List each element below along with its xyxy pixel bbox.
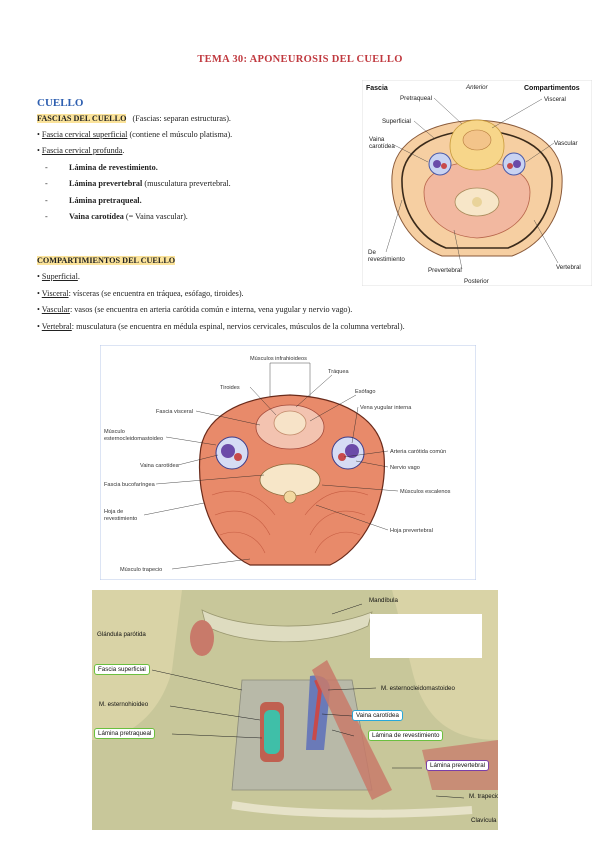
vaina-label-1: Vaina (369, 136, 385, 143)
compartimiento-item: • Vascular: vasos (se encuentra en arter… (37, 305, 353, 314)
fascia-visceral-label: Fascia visceral (156, 409, 193, 415)
revestimiento-layer (401, 129, 553, 249)
dissection-leader-lines (151, 603, 465, 799)
traquea-label: Tráquea (328, 369, 350, 375)
mandible-shape (201, 609, 373, 643)
fascia-header: Fascia (366, 85, 388, 92)
trachea-green (264, 710, 280, 754)
prevertebral-label: Prevertebral (428, 267, 462, 274)
scm-label: M. esternocleidomastoideo (381, 685, 455, 692)
anterior-label: Anterior (465, 84, 489, 91)
carotid-artery-drawing (312, 679, 323, 741)
hoja-label-1: Hoja de (104, 509, 123, 515)
compartimientos-heading-line: COMPARTIMIENTOS DEL CUELLO (37, 255, 176, 266)
fascia-profunda-line: • Fascia cervical profunda. (37, 146, 125, 155)
fascia-superficial-box: Fascia superficial (94, 664, 150, 675)
trapecio-label: M. trapecio (469, 793, 498, 800)
posterior-label: Posterior (464, 278, 489, 285)
vein-left (433, 160, 441, 168)
artery-right (507, 163, 513, 169)
neck-fascia-compartments-diagram: Fascia Compartimentos Anterior Pretraque… (362, 80, 592, 286)
vascular-label: Vascular (554, 140, 578, 147)
trachea-shape (273, 410, 307, 436)
trapecio-label: Músculo trapecio (120, 567, 162, 573)
fascia-superficial-label: Fascia cervical superficial (41, 130, 128, 139)
compartimiento-item: • Superficial. (37, 272, 80, 281)
compartimiento-item: • Vertebral: musculatura (se encuentra e… (37, 322, 405, 331)
profunda-item: -Vaina carotídea (= Vaina vascular). (45, 212, 188, 221)
vaina-carotidea-box: Vaina carotídea (352, 710, 403, 721)
de-label-2: revestimiento (368, 256, 405, 263)
visceral-label: Visceral (544, 96, 566, 103)
profunda-item: -Lámina pretraqueal. (45, 196, 142, 205)
spinal-cord (472, 197, 482, 207)
vaina-label-2: carotídea (369, 143, 395, 150)
neck-cross-section-diagram: Músculos infrahioideos Tráquea Tiroides … (100, 345, 476, 580)
compartimiento-item: • Visceral: vísceras (se encuentra en tr… (37, 289, 244, 298)
profunda-item: -Lámina prevertebral (musculatura prever… (45, 179, 231, 188)
compartimentos-header: Compartimentos (524, 85, 580, 92)
mandibula-label: Mandíbula (369, 597, 398, 604)
muscle-texture (211, 490, 369, 554)
de-label-1: De (368, 249, 376, 256)
jugular-left (221, 444, 235, 458)
scm-drawing (312, 660, 392, 800)
section-heading: CUELLO (37, 97, 84, 109)
superficial-label: Superficial (382, 118, 411, 125)
carotid-left (234, 453, 242, 461)
fascias-heading-line: FASCIAS DEL CUELLO (Fascias: separan est… (37, 113, 231, 124)
parotid-shape (190, 620, 214, 656)
esofago-label: Esófago (355, 389, 376, 395)
esternohioideo-label: M. esternohioideo (99, 701, 149, 708)
clavicula-label: Clavícula (471, 817, 497, 824)
blank-patch (370, 614, 482, 658)
vein-right (513, 160, 521, 168)
arteria-label: Arteria carótida común (390, 449, 446, 455)
vaina-carotidea-label: Vaina carotídea (140, 463, 180, 469)
pretraqueal-label: Pretraqueal (400, 95, 432, 102)
document-title: TEMA 30: APONEUROSIS DEL CUELLO (197, 54, 403, 65)
infrahioideos-label: Músculos infrahioideos (250, 356, 307, 362)
leader-lines (143, 362, 399, 570)
fascia-profunda-label: Fascia cervical profunda (41, 146, 123, 155)
vertebral-label: Vertebral (556, 264, 581, 271)
hoja-label-2: revestimiento (104, 516, 137, 522)
scm-label-1: Músculo (104, 429, 125, 435)
parotida-label: Glándula parótida (97, 631, 146, 638)
carotid-right (338, 453, 346, 461)
lamina-pretraqueal-box: Lámina pretraqueal (94, 728, 156, 739)
trachea (462, 129, 492, 151)
profunda-item: -Lámina de revestimiento. (45, 163, 158, 172)
fascia-superficial-line: • Fascia cervical superficial (contiene … (37, 130, 233, 139)
spinal-canal (283, 490, 297, 504)
fascia-bucofaringea-label: Fascia bucofaríngea (104, 482, 156, 488)
fascias-heading: FASCIAS DEL CUELLO (37, 114, 127, 123)
jugular-right (345, 444, 359, 458)
neck-dissection-illustration: Mandíbula Glándula parótida Fascia super… (92, 590, 498, 830)
fascia-superficial-note: (contiene el músculo platisma). (129, 130, 233, 139)
lamina-revestimiento-box: Lámina de revestimiento (368, 730, 444, 741)
escalenos-label: Músculos escalenos (400, 489, 451, 495)
tiroides-label: Tiroides (220, 385, 240, 391)
dissection-drawing (92, 590, 498, 830)
nervio-vago-label: Nervio vago (390, 465, 420, 471)
artery-left (441, 163, 447, 169)
scm-label-2: esternocleidomastoideo (104, 436, 163, 442)
fascias-note: (Fascias: separan estructuras). (132, 114, 231, 123)
lamina-prevertebral-box: Lámina prevertebral (426, 760, 490, 771)
compartimientos-heading: COMPARTIMIENTOS DEL CUELLO (37, 256, 176, 265)
vena-yugular-label: Vena yugular interna (360, 405, 412, 411)
hoja-prevertebral-label: Hoja prevertebral (390, 528, 433, 534)
clavicle-drawing (231, 801, 473, 818)
